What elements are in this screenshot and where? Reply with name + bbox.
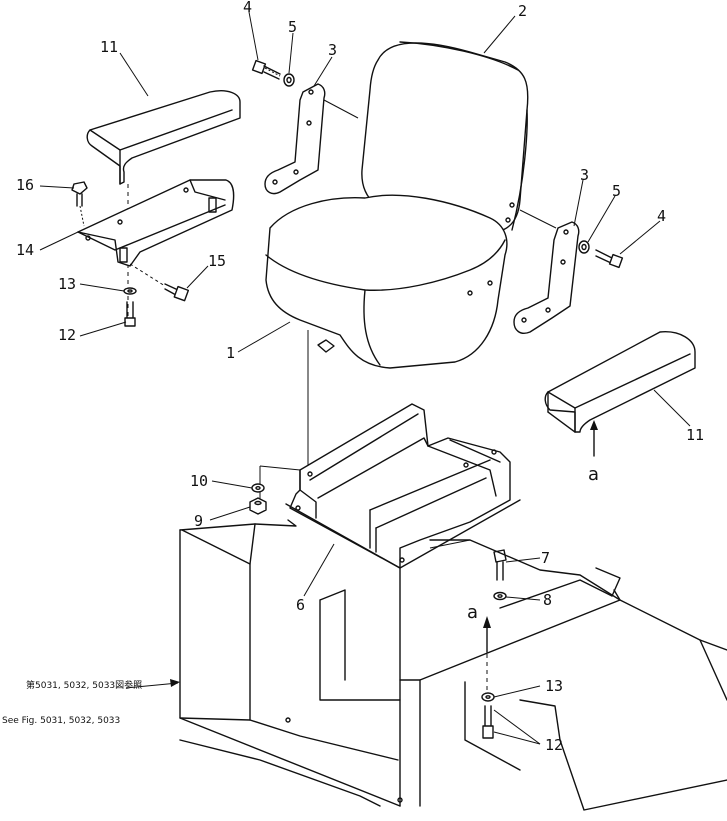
view-arrow-a-upper [590, 420, 598, 457]
callout-16: 16 [16, 176, 34, 194]
callout-11-left: 11 [100, 38, 118, 56]
bolt-16 [71, 181, 88, 227]
washer-13-left [123, 287, 137, 295]
armrest-left [86, 90, 241, 320]
bolt-7 [493, 549, 507, 581]
callout-5-left: 5 [288, 18, 297, 36]
washer-8 [493, 591, 507, 601]
callout-9: 9 [194, 512, 203, 530]
seat-bracket-right [513, 209, 580, 334]
view-label-a-lower: a [467, 602, 478, 623]
callout-11-right: 11 [686, 426, 704, 444]
callout-5-right: 5 [612, 182, 621, 200]
bolt-12-right [482, 705, 494, 739]
bolt-12-left [124, 301, 136, 327]
callout-6: 6 [296, 596, 305, 614]
callout-3-left: 3 [328, 41, 337, 59]
callout-1: 1 [226, 344, 235, 362]
view-label-a-upper: a [588, 464, 599, 485]
seat-backrest [361, 41, 529, 234]
callout-13-right: 13 [545, 677, 563, 695]
washer-10 [251, 483, 265, 493]
callout-10: 10 [190, 472, 208, 490]
callout-14: 14 [16, 241, 34, 259]
callout-4-left: 4 [243, 0, 252, 16]
callout-7: 7 [541, 549, 550, 567]
callout-3-right: 3 [580, 166, 589, 184]
callout-2: 2 [518, 2, 527, 20]
callout-15: 15 [208, 252, 226, 270]
callout-12-left: 12 [58, 326, 76, 344]
bolt-15 [129, 263, 190, 302]
callout-8: 8 [543, 591, 552, 609]
seat-cushion [265, 194, 508, 470]
seat-bracket-left [264, 83, 359, 195]
reference-note-japanese: 第5031, 5032, 5033図参照 [26, 679, 142, 691]
floor-structure [179, 519, 727, 811]
leader-lines [39, 11, 691, 745]
bolt-right [595, 249, 624, 269]
washer-left [283, 73, 295, 87]
view-arrow-a-lower [483, 616, 491, 694]
callout-12-right: 12 [545, 736, 563, 754]
callout-4-right: 4 [657, 207, 666, 225]
bolt-left [251, 59, 281, 80]
washer-right [578, 240, 590, 254]
nut-9 [249, 497, 267, 515]
washer-13-right [481, 692, 495, 702]
seat-mount-frame [259, 403, 521, 569]
armrest-right [544, 331, 696, 433]
callout-13-left: 13 [58, 275, 76, 293]
armrest-bracket [77, 179, 235, 267]
reference-note-english: See Fig. 5031, 5032, 5033 [2, 716, 120, 726]
